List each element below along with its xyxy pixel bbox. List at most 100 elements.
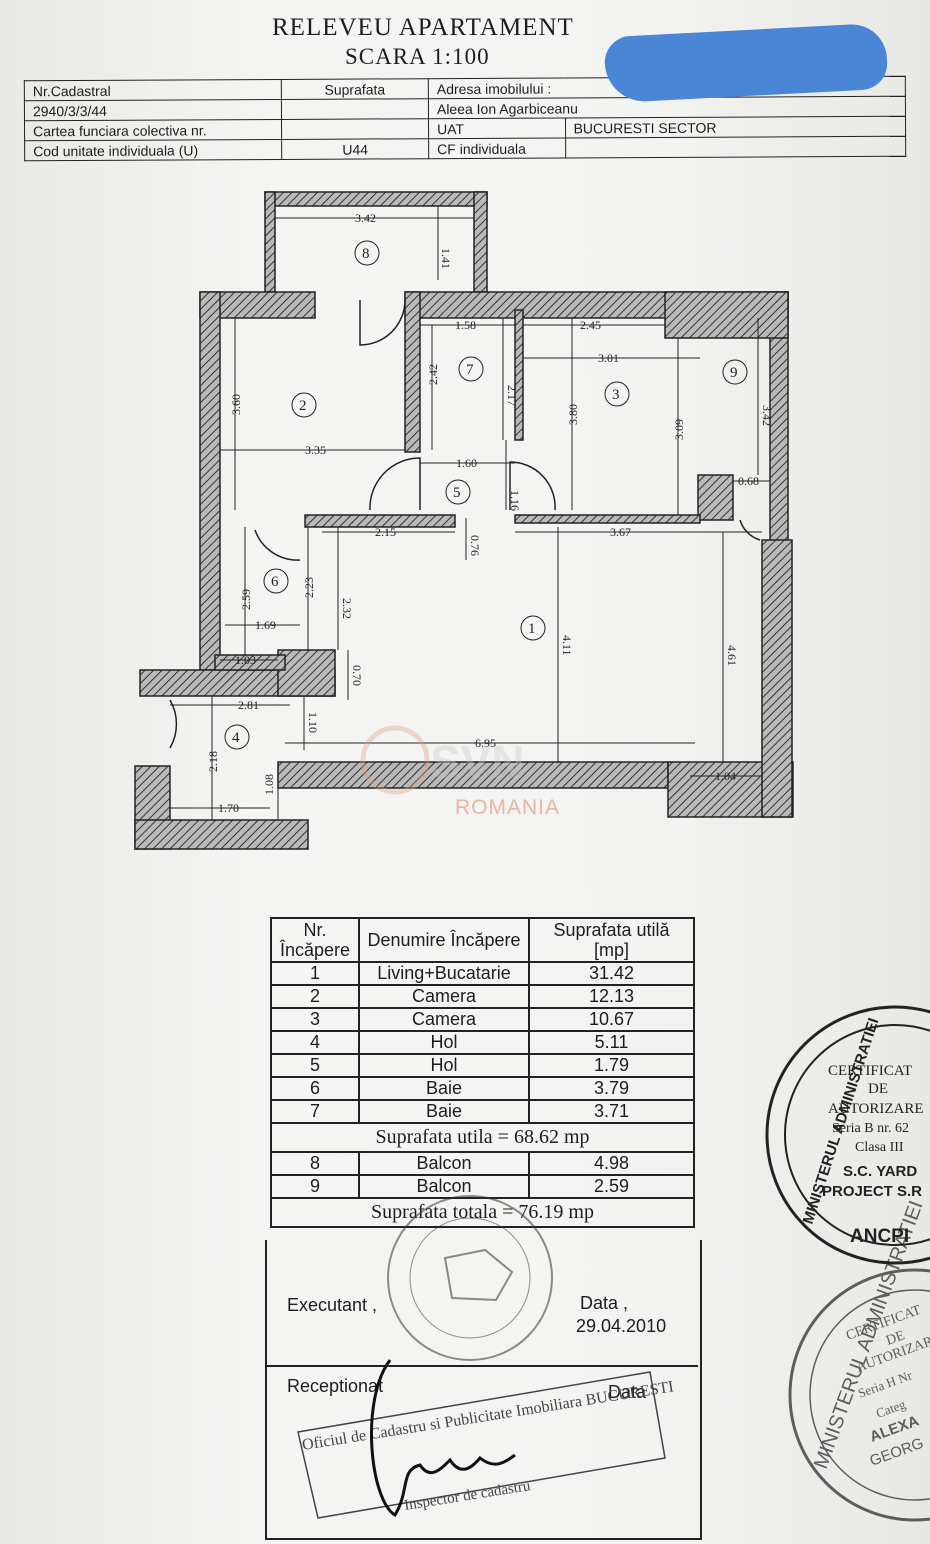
- dim-label: 3.42: [760, 405, 774, 426]
- room-number: 1: [528, 621, 536, 637]
- room-number: 2: [299, 398, 307, 414]
- dim-label: 2.23: [302, 577, 316, 598]
- cell-name: Living+Bucatarie: [358, 961, 530, 986]
- cell-name: Baie: [358, 1099, 530, 1124]
- dim-label: 1.41: [439, 248, 453, 269]
- cell-area: 10.67: [528, 1007, 695, 1032]
- dim-label: 2.18: [206, 751, 220, 772]
- dim-label: 2.17: [505, 385, 519, 406]
- util-total-row: Suprafata utila = 68.62 mp: [270, 1122, 695, 1153]
- col-header-name: Denumire Încăpere: [358, 917, 530, 963]
- room-number: 5: [453, 485, 461, 501]
- dimension-labels: 3.42 1.41 1.58 2.45 3.01 3.60 2.42 2.17 …: [206, 211, 774, 815]
- room-number: 3: [612, 387, 620, 403]
- dim-label: 2.15: [375, 525, 396, 539]
- cell-name: Balcon: [358, 1174, 530, 1199]
- cell-nr: 8: [270, 1151, 360, 1176]
- cell-name: Hol: [358, 1030, 530, 1055]
- dim-label: 0.76: [468, 535, 482, 556]
- col-header-nr: Nr. Încăpere: [270, 917, 360, 963]
- dim-label: 6.95: [475, 736, 496, 750]
- cell-nr: 5: [270, 1053, 360, 1078]
- dim-label: 1.08: [262, 774, 276, 795]
- room-number: 6: [271, 574, 279, 590]
- cell-area: 2.59: [528, 1174, 695, 1199]
- cell-name: Hol: [358, 1053, 530, 1078]
- cell-area: 4.98: [528, 1151, 695, 1176]
- cell-nr: 2: [270, 984, 360, 1009]
- cell-nr: 6: [270, 1076, 360, 1101]
- cell-area: 12.13: [528, 984, 695, 1009]
- executant-label: Executant ,: [287, 1295, 378, 1315]
- dim-label: 1.69: [255, 618, 276, 632]
- cell-nr: 4: [270, 1030, 360, 1055]
- cell-nr: 1: [270, 961, 360, 986]
- dim-label: 3.01: [598, 351, 619, 365]
- room-number: 7: [466, 362, 474, 378]
- floor-plan: 3.42 1.41 1.58 2.45 3.01 3.60 2.42 2.17 …: [134, 191, 794, 850]
- room-number: 9: [730, 365, 738, 381]
- cell-name: Camera: [358, 1007, 530, 1032]
- svg-text:SVN: SVN: [430, 736, 525, 788]
- dim-label: 2.81: [238, 698, 259, 712]
- dim-label: 3.67: [610, 525, 631, 539]
- dim-label: 3.80: [566, 404, 580, 425]
- document-scale: SCARA 1:100: [345, 44, 490, 69]
- dim-label: 3.60: [229, 394, 243, 415]
- cell-nr: 9: [270, 1174, 360, 1199]
- dim-label: 1.58: [455, 318, 476, 332]
- receptionat-label: Receptionat: [287, 1376, 384, 1396]
- data-value: 29.04.2010: [576, 1316, 667, 1336]
- cell-area: 31.42: [528, 961, 695, 986]
- room-number-markers: 1 2 3 4 5 6 7 8 9: [224, 240, 748, 750]
- dim-label: 1.16: [508, 490, 522, 511]
- dim-label: 2.32: [340, 598, 354, 619]
- dim-label: 0.70: [350, 665, 364, 686]
- dim-label: 1.60: [456, 456, 477, 470]
- dim-label: 1.70: [218, 801, 239, 815]
- dim-label: 2.45: [580, 318, 601, 332]
- dim-label: 1.04: [715, 769, 736, 783]
- room-number: 8: [362, 246, 370, 262]
- dim-label: 3.09: [672, 419, 686, 440]
- data-label: Data ,: [580, 1293, 629, 1313]
- cell-area: 1.79: [528, 1053, 695, 1078]
- dim-label: 0.68: [738, 474, 759, 488]
- signature-divider: [265, 1365, 698, 1367]
- receptionat-data-label: Data: [608, 1382, 647, 1402]
- dim-label: 2.59: [239, 589, 253, 610]
- cell-name: Camera: [358, 984, 530, 1009]
- signature-box: [265, 1240, 702, 1540]
- cell-name: Baie: [358, 1076, 530, 1101]
- dim-label: 4.61: [725, 645, 739, 666]
- room-number: 4: [232, 730, 240, 746]
- cell-name: Balcon: [358, 1151, 530, 1176]
- dim-label: 2.42: [426, 364, 440, 385]
- dim-label: 1.10: [306, 712, 320, 733]
- dim-label: 3.35: [305, 443, 326, 457]
- dim-label: 4.11: [560, 635, 574, 656]
- dim-label: 3.42: [355, 211, 376, 225]
- cell-area: 3.71: [528, 1099, 695, 1124]
- rooms-table: Nr. Încăpere Denumire Încăpere Suprafata…: [270, 917, 695, 1228]
- grand-total-row: Suprafata totala = 76.19 mp: [270, 1197, 695, 1228]
- dimension-lines: [170, 206, 770, 820]
- dim-label: 1.03: [235, 653, 256, 667]
- cell-nr: 7: [270, 1099, 360, 1124]
- watermark-logo: SVN: [360, 725, 525, 795]
- walls: [134, 191, 794, 850]
- cell-area: 3.79: [528, 1076, 695, 1101]
- watermark-text: ROMANIA: [455, 796, 561, 819]
- document-title: RELEVEU APARTAMENT: [272, 14, 574, 41]
- cell-nr: 3: [270, 1007, 360, 1032]
- col-header-area: Suprafata utilă [mp]: [528, 917, 695, 963]
- cell-area: 5.11: [528, 1030, 695, 1055]
